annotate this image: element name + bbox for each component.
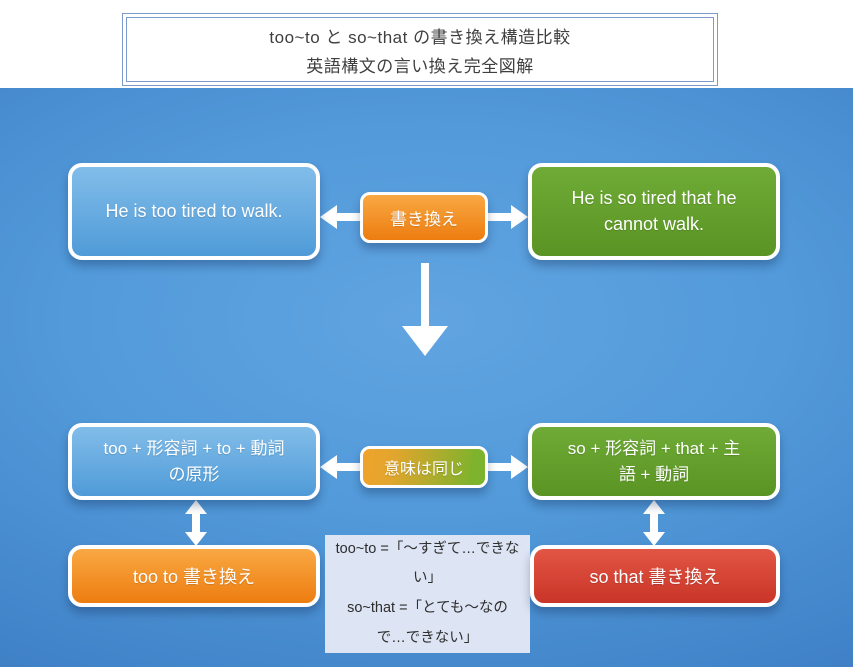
equivalence-arrow-left-icon [320,455,366,479]
swap-label-box: 書き換え [360,192,488,243]
swap-arrow-right-icon [482,205,528,229]
link-double-arrow-left-icon [185,500,207,546]
page-title: too~to と so~that の書き換え構造比較 [269,27,571,47]
title-box-inner: too~to と so~that の書き換え構造比較 英語構文の言い換え完全図解 [126,17,714,82]
so-rewrite-label-text: so that 書き換え [589,567,721,587]
so-pattern-line2: 語 + 動詞 [618,464,690,484]
page-subtitle: 英語構文の言い換え完全図解 [306,56,534,76]
swap-label-text: 書き換え [390,210,458,229]
so-rewrite-label-box: so that 書き換え [530,545,780,607]
down-arrow-icon [402,263,448,356]
so-pattern-line1: so + 形容詞 + that + 主 [567,439,741,458]
too-rewrite-label-box: too to 書き換え [68,545,320,607]
link-double-arrow-right-icon [643,500,665,546]
equivalence-label-box: 意味は同じ [360,446,488,488]
meaning-note-line1: too~to =「〜すぎて…できない」 [335,540,520,587]
too-rewrite-label-text: too to 書き換え [132,567,256,587]
too-pattern-box: too + 形容詞 + to + 動詞 の原形 [68,423,320,500]
so-sentence-box: He is so tired that he cannot walk. [528,163,780,260]
meaning-note-box: too~to =「〜すぎて…できない」 so~that =「とても〜なので…でき… [325,535,530,653]
arrow-layer [185,205,665,546]
equivalence-label-text: 意味は同じ [383,461,464,478]
header-band: too~to と so~that の書き換え構造比較 英語構文の言い換え完全図解 [0,0,853,88]
diagram-canvas: He is too tired to walk. 書き換え He is so t… [0,88,853,667]
meaning-note-line2: so~that =「とても〜なので…できない」 [347,600,508,646]
too-sentence-box: He is too tired to walk. [68,163,320,260]
too-pattern-line2: の原形 [168,464,220,484]
too-sentence-text: He is too tired to walk. [105,201,283,221]
swap-arrow-left-icon [320,205,366,229]
title-box: too~to と so~that の書き換え構造比較 英語構文の言い換え完全図解 [122,13,718,86]
so-sentence-text: He is so tired that he cannot walk. [571,188,737,234]
so-pattern-box: so + 形容詞 + that + 主 語 + 動詞 [528,423,780,500]
equivalence-arrow-right-icon [482,455,528,479]
too-pattern-line1: too + 形容詞 + to + 動詞 [103,439,285,458]
